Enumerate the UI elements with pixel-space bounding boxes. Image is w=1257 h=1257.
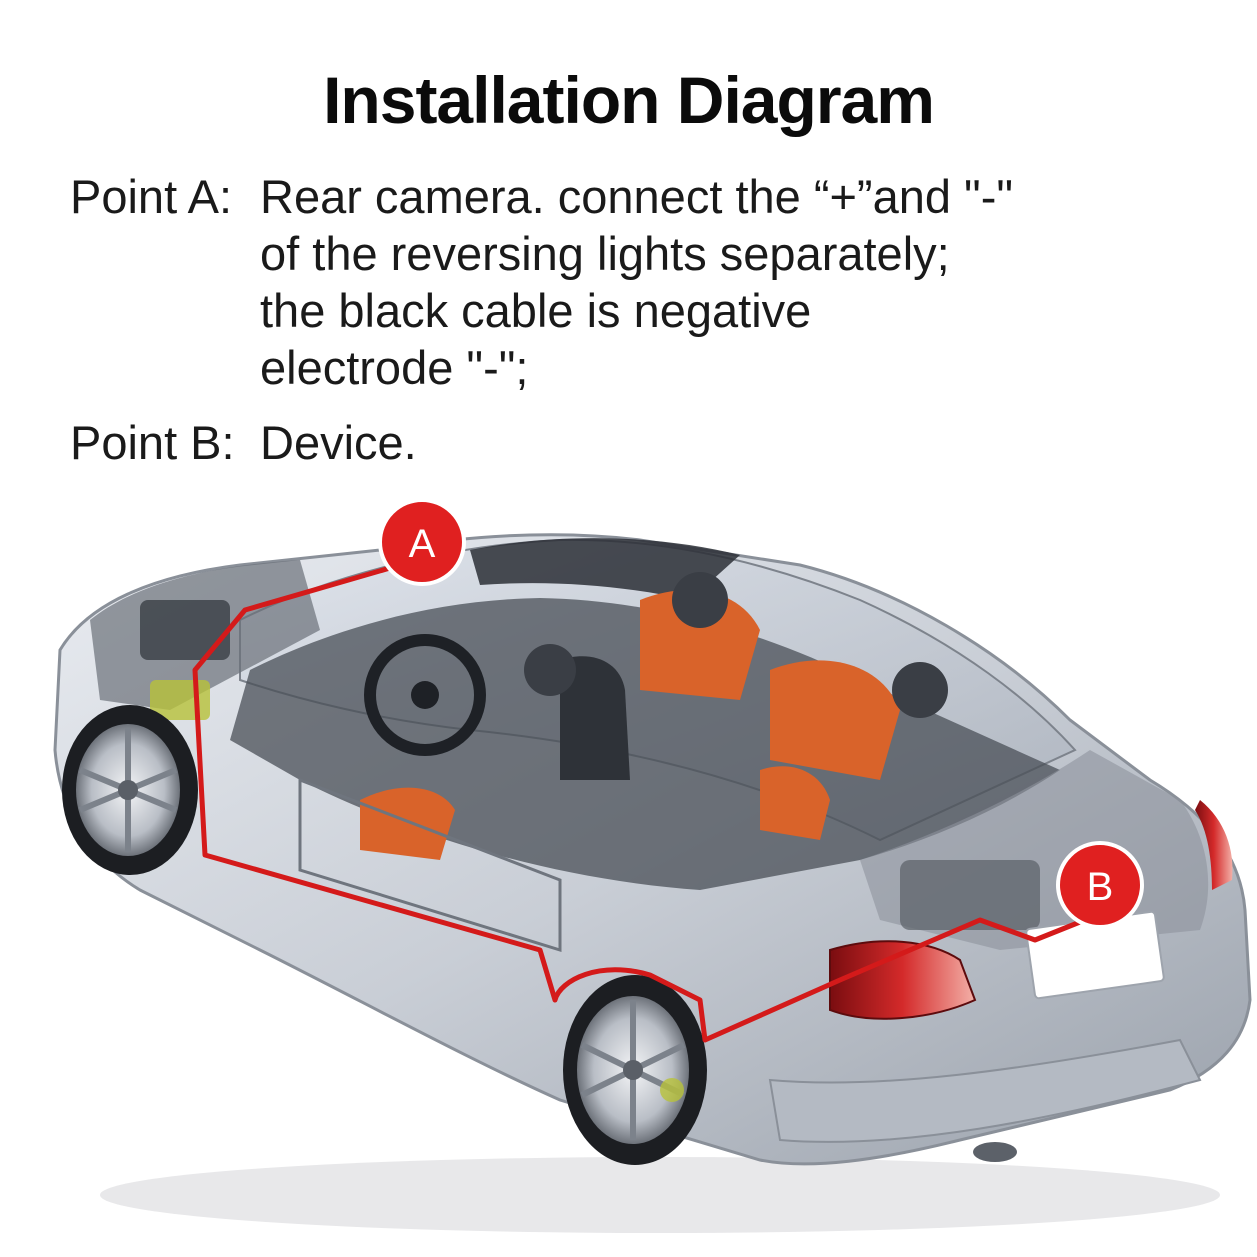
marker-b: B (1056, 841, 1144, 929)
sunroof (470, 538, 740, 600)
rear-wheel (563, 975, 707, 1165)
point-a-line-1: Rear camera. connect the “+”and "-" (260, 170, 1014, 223)
point-a-line-3: the black cable is negative (260, 284, 812, 337)
point-b-label: Point B: (70, 416, 235, 469)
point-b-line-1: Device. (260, 416, 417, 469)
cable-route (192, 565, 1093, 1043)
point-a-label: Point A: (70, 170, 232, 223)
steering-wheel (364, 634, 486, 756)
marker-b-label: B (1087, 865, 1114, 909)
marker-a: A (378, 498, 466, 586)
door-outline (298, 777, 562, 953)
steering-hub (411, 681, 439, 709)
point-a-line-4: electrode "-"; (260, 341, 529, 394)
tail-light-right (1195, 800, 1233, 890)
point-a-line-2: of the reversing lights separately; (260, 227, 950, 280)
page-title: Installation Diagram (323, 63, 935, 137)
tail-light (829, 940, 977, 1020)
rear-bumper (768, 1038, 1202, 1143)
marker-a-label: A (409, 522, 436, 566)
exhaust-pipe (973, 1142, 1017, 1162)
ground-shadow (100, 1157, 1220, 1233)
front-wheel (62, 705, 198, 875)
car-cutaway-illustration: A B (53, 498, 1252, 1233)
seats (360, 572, 948, 860)
